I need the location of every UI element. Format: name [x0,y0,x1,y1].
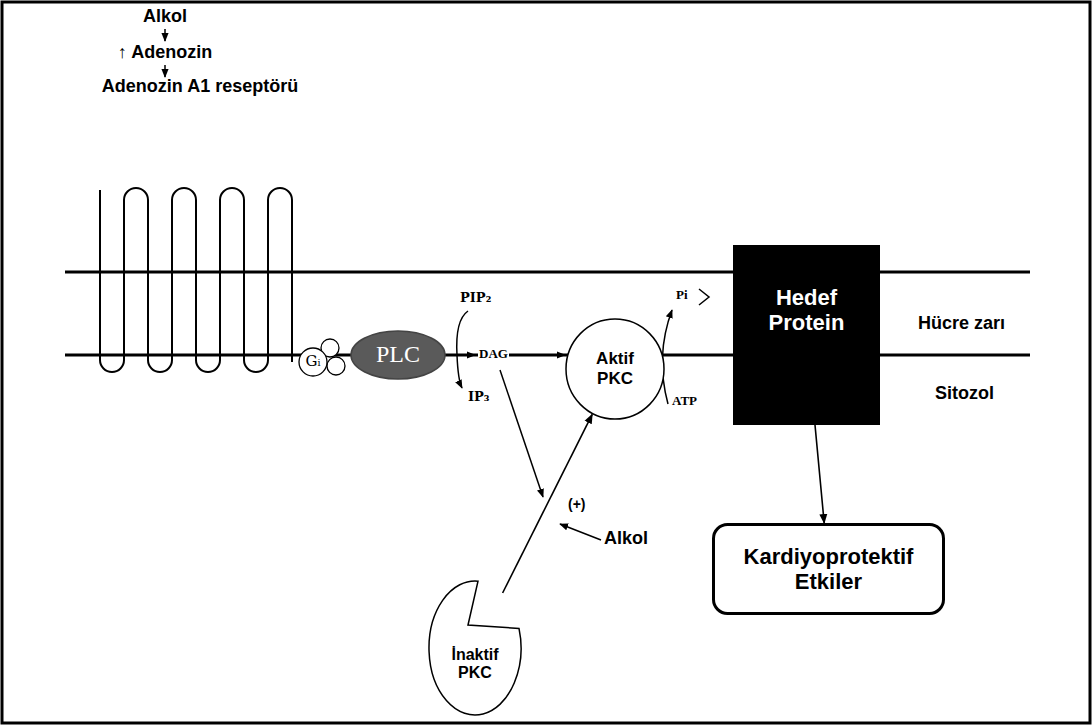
g-protein-outline [296,336,348,380]
ellipse-shape [566,319,664,419]
pacman-shape [429,581,521,715]
plc-enzyme: PLC [350,330,446,380]
node-text: Kardiyoprotektif Etkiler [726,544,931,595]
receptor-symbol [100,188,292,372]
ellipse-shape [351,331,445,379]
node-text: Aktif PKC [579,349,651,388]
sign-label: (+) [568,496,586,512]
node-text: Adenozin A1 reseptörü [65,76,335,97]
agent-label: Alkol [135,6,195,27]
receptor: Adenozin A1 reseptörü [60,76,340,366]
region-label: Sitozol [935,383,994,404]
inactive-kinase: İnaktif PKC [428,580,522,716]
arrow [500,370,543,497]
region-label: Hücre zarı [918,313,1005,334]
arrow [514,354,565,356]
molecule-label: Pi [676,288,688,303]
molecule-label: PIP₂ [460,291,491,306]
rounded-shape [714,525,944,614]
node-text: PLC [358,341,438,369]
molecule-label: ATP [672,394,697,409]
membrane-line [65,271,1030,274]
phosphate-arrow [662,310,672,404]
connector-arrow [503,414,593,593]
connector-arrow [815,425,824,523]
membrane-line [65,354,1030,357]
agent-label: ↑ Adenozin [100,42,230,63]
arrow [164,29,166,41]
effect-box: Kardiyoprotektif Etkiler [712,523,945,615]
target-protein: Hedef Protein [733,245,880,425]
subunit-circle [327,357,345,375]
g-protein: Gᵢ [296,336,348,380]
node-text: Gᵢ [299,353,327,370]
arrow [457,354,475,356]
bracket-arrow [457,311,468,388]
subunit-circle [299,348,327,376]
arrow [164,65,166,77]
arrow [560,524,601,540]
agent-label: Alkol [604,528,648,549]
node-text: İnaktif PKC [438,646,512,683]
molecule-label: IP₃ [468,390,490,405]
node-text: Hedef Protein [751,285,863,336]
molecule-label: DAG [478,347,509,362]
chevron [699,289,709,305]
rect-shape [733,245,880,425]
active-kinase: Aktif PKC [565,318,665,420]
